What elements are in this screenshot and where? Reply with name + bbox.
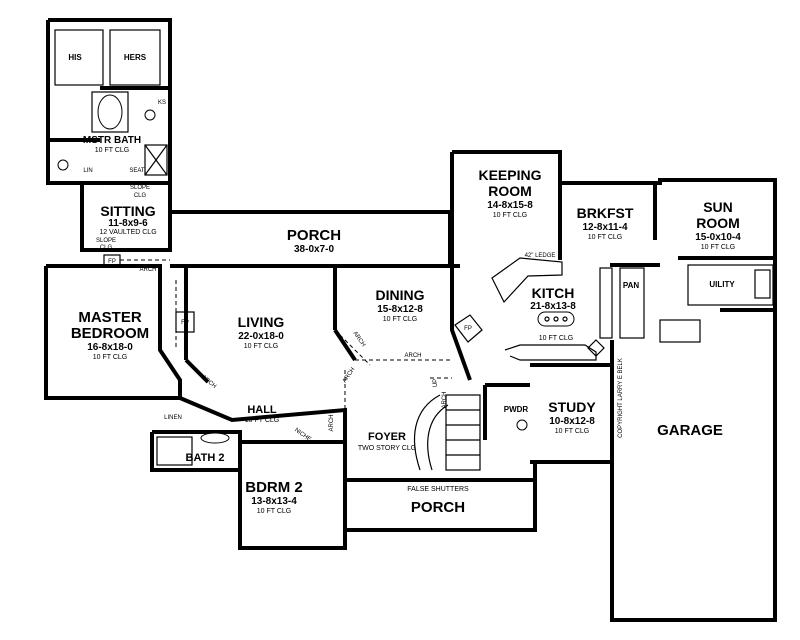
arch-label-hall: ARCH: [200, 374, 217, 390]
keeping-room-dim: 14-8x15-8: [487, 200, 533, 211]
slope-bottom-line1: SLOPE: [96, 238, 116, 244]
arch-label-dining: ARCH: [404, 353, 421, 359]
exterior-walls: [44, 18, 777, 622]
sitting-name: SITTING: [100, 203, 155, 219]
front-porch-name: PORCH: [411, 499, 465, 516]
slope-top-line1: SLOPE: [130, 185, 150, 191]
arch-label-niche: ARCH: [329, 414, 335, 431]
slope-top-line2: CLG: [134, 193, 147, 199]
bath2-label: BATH 2: [186, 452, 225, 464]
living-name: LIVING: [238, 314, 285, 330]
keeping-room-name1: KEEPING: [478, 167, 541, 183]
study-note: 10 FT CLG: [555, 428, 590, 435]
master-bedroom-dim: 16-8x18-0: [87, 342, 133, 353]
kitch-name: KITCH: [532, 285, 575, 301]
hall-note: 10 FT CLG: [245, 417, 280, 424]
mstr-bath-note: 10 FT CLG: [95, 147, 130, 154]
brkfst-dim: 12-8x11-4: [582, 222, 627, 233]
brkfst-name: BRKFST: [577, 205, 634, 221]
kitch-dim: 21-8x13-8: [530, 301, 576, 312]
garage-label: GARAGE: [657, 422, 723, 439]
kitch-note: 10 FT CLG: [539, 335, 574, 342]
brkfst-note: 10 FT CLG: [588, 234, 623, 241]
false-shutters-label: FALSE SHUTTERS: [407, 486, 469, 493]
ledge-label: 42" LEDGE: [525, 253, 556, 259]
living-note: 10 FT CLG: [244, 343, 279, 350]
seat-label: SEAT: [129, 168, 145, 174]
master-bedroom-note: 10 FT CLG: [93, 354, 128, 361]
keeping-room-name2: ROOM: [488, 183, 532, 199]
bdrm2-note: 10 FT CLG: [257, 508, 292, 515]
keeping-room-note: 10 FT CLG: [493, 212, 528, 219]
foyer-note: TWO STORY CLG: [358, 445, 416, 452]
sun-room-name1: SUN: [703, 199, 733, 215]
arch-label-master: ARCH: [139, 267, 156, 273]
dining-name: DINING: [376, 287, 425, 303]
utility-label: UILITY: [709, 280, 735, 289]
his-closet-label: HIS: [68, 53, 82, 62]
study-name: STUDY: [548, 399, 596, 415]
copyright-label: COPYRIGHT LARRY E BELK: [618, 358, 624, 438]
bdrm2-dim: 13-8x13-4: [251, 496, 297, 507]
pwdr-label: PWDR: [504, 405, 529, 414]
sitting-dim: 11-8x9-6: [108, 218, 148, 229]
rear-porch-name: PORCH: [287, 227, 341, 244]
sitting-note: 12 VAULTED CLG: [99, 229, 156, 236]
pantry-label: PAN: [623, 281, 640, 290]
arch-label-foyer: ARCH: [342, 367, 357, 384]
bdrm2-name: BDRM 2: [245, 479, 303, 496]
fixtures: [54, 29, 774, 471]
sun-room-dim: 15-0x10-4: [695, 232, 741, 243]
living-dim: 22-0x18-0: [238, 331, 284, 342]
arch-label-stair: ARCH: [442, 391, 448, 408]
slope-bottom-line2: CLG: [100, 245, 113, 251]
sun-room-note: 10 FT CLG: [701, 244, 736, 251]
mstr-bath-name: MSTR BATH: [83, 135, 141, 146]
linen-label: LINEN: [164, 415, 182, 421]
fp-label-living: FP: [181, 320, 189, 326]
fp-label-keeping: FP: [464, 326, 472, 332]
fp-label-sitting: FP: [108, 259, 116, 265]
dining-note: 10 FT CLG: [383, 316, 418, 323]
study-dim: 10-8x12-8: [549, 416, 595, 427]
hers-closet-label: HERS: [124, 53, 147, 62]
hall-name: HALL: [247, 404, 277, 416]
room-labels: HIS HERS KS MSTR BATH 10 FT CLG LIN SEAT…: [68, 53, 741, 516]
up-label: UP: [433, 379, 439, 387]
sun-room-name2: ROOM: [696, 215, 740, 231]
ks-label: KS: [158, 100, 166, 106]
rear-porch-dim: 38-0x7-0: [294, 244, 334, 255]
master-bedroom-name1: MASTER: [78, 309, 142, 326]
arch-openings: [120, 175, 612, 463]
master-bedroom-name2: BEDROOM: [71, 325, 149, 342]
lin-top-label: LIN: [83, 168, 92, 174]
foyer-name: FOYER: [368, 431, 406, 443]
arch-label-dining-diag: ARCH: [351, 331, 366, 348]
interior-walls: [48, 86, 775, 440]
dining-dim: 15-8x12-8: [377, 304, 423, 315]
